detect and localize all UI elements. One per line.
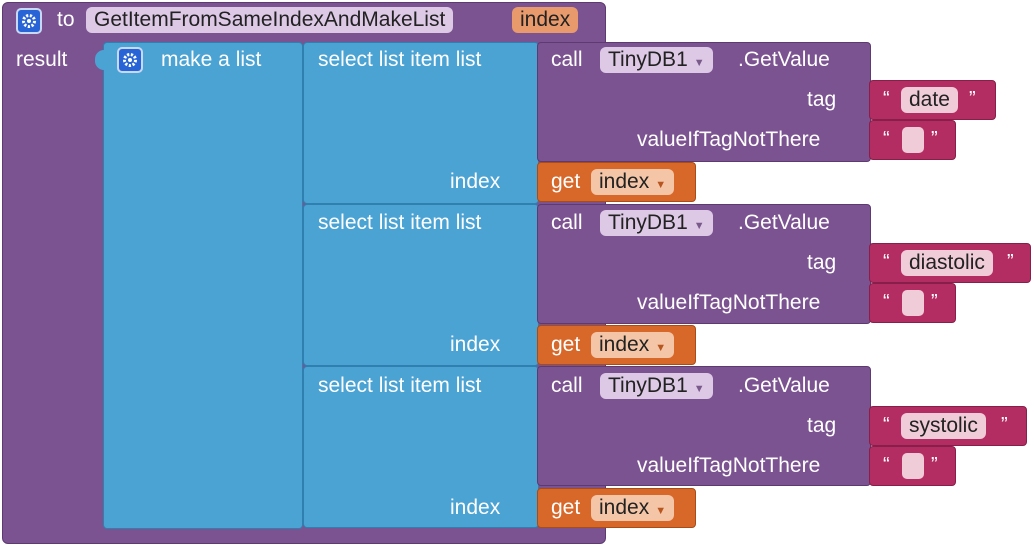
select-list-item-label: select list item list [318, 48, 482, 71]
empty-text-value[interactable] [902, 290, 924, 316]
quote-close: ” [931, 128, 938, 150]
quote-close: ” [931, 291, 938, 313]
gear-icon[interactable] [117, 47, 143, 73]
tag-value[interactable]: systolic [901, 413, 986, 439]
select-list-item-label: select list item list [318, 374, 482, 397]
variable-name: index [599, 170, 650, 193]
select-list-item-block[interactable] [303, 204, 539, 366]
procedure-param[interactable]: index [512, 7, 579, 33]
component-name: TinyDB1 [608, 374, 688, 397]
gear-icon[interactable] [16, 8, 42, 34]
tag-value[interactable]: date [901, 87, 958, 113]
dropdown-arrow-icon: ▼ [693, 57, 705, 69]
variable-name: index [599, 333, 650, 356]
get-label: get [551, 333, 581, 356]
index-label: index [450, 496, 501, 519]
quote-open: “ [883, 128, 890, 150]
method-label: .GetValue [738, 48, 830, 71]
tag-label: tag [807, 251, 837, 274]
call-label: call [551, 48, 583, 71]
method-label: .GetValue [738, 374, 830, 397]
index-label: index [450, 170, 501, 193]
make-list-label: make a list [161, 48, 262, 71]
select-list-item-label: select list item list [318, 211, 482, 234]
quote-close: ” [1007, 251, 1014, 273]
component-dropdown[interactable]: TinyDB1 ▼ [600, 210, 713, 236]
dropdown-arrow-icon: ▼ [655, 505, 667, 517]
variable-dropdown[interactable]: index ▼ [591, 495, 675, 521]
empty-text-value[interactable] [902, 453, 924, 479]
variable-dropdown[interactable]: index ▼ [591, 169, 675, 195]
index-label: index [450, 333, 501, 356]
value-if-tag-not-there-label: valueIfTagNotThere [637, 454, 821, 477]
empty-text-value[interactable] [902, 127, 924, 153]
method-label: .GetValue [738, 211, 830, 234]
call-label: call [551, 211, 583, 234]
dropdown-arrow-icon: ▼ [693, 383, 705, 395]
dropdown-arrow-icon: ▼ [693, 220, 705, 232]
variable-name: index [599, 496, 650, 519]
make-list-connector [95, 50, 104, 70]
get-label: get [551, 170, 581, 193]
quote-open: “ [883, 291, 890, 313]
call-label: call [551, 374, 583, 397]
dropdown-arrow-icon: ▼ [655, 179, 667, 191]
tag-value[interactable]: diastolic [901, 250, 993, 276]
component-name: TinyDB1 [608, 211, 688, 234]
procedure-name-field[interactable]: GetItemFromSameIndexAndMakeList [86, 7, 454, 33]
value-if-tag-not-there-label: valueIfTagNotThere [637, 128, 821, 151]
text-block-empty[interactable] [869, 283, 956, 323]
tag-label: tag [807, 414, 837, 437]
select-list-item-block[interactable] [303, 366, 539, 528]
select-list-item-block[interactable] [303, 42, 539, 204]
quote-close: ” [969, 88, 976, 110]
quote-open: “ [883, 454, 890, 476]
get-label: get [551, 496, 581, 519]
make-list-block[interactable] [103, 42, 303, 529]
dropdown-arrow-icon: ▼ [655, 342, 667, 354]
procedure-to-label: to [57, 8, 75, 31]
tag-label: tag [807, 88, 837, 111]
quote-open: “ [883, 414, 890, 436]
variable-dropdown[interactable]: index ▼ [591, 332, 675, 358]
component-dropdown[interactable]: TinyDB1 ▼ [600, 47, 713, 73]
quote-close: ” [931, 454, 938, 476]
quote-open: “ [883, 251, 890, 273]
component-name: TinyDB1 [608, 48, 688, 71]
value-if-tag-not-there-label: valueIfTagNotThere [637, 291, 821, 314]
procedure-result-label: result [16, 48, 68, 71]
quote-close: ” [1001, 414, 1008, 436]
component-dropdown[interactable]: TinyDB1 ▼ [600, 373, 713, 399]
quote-open: “ [883, 88, 890, 110]
